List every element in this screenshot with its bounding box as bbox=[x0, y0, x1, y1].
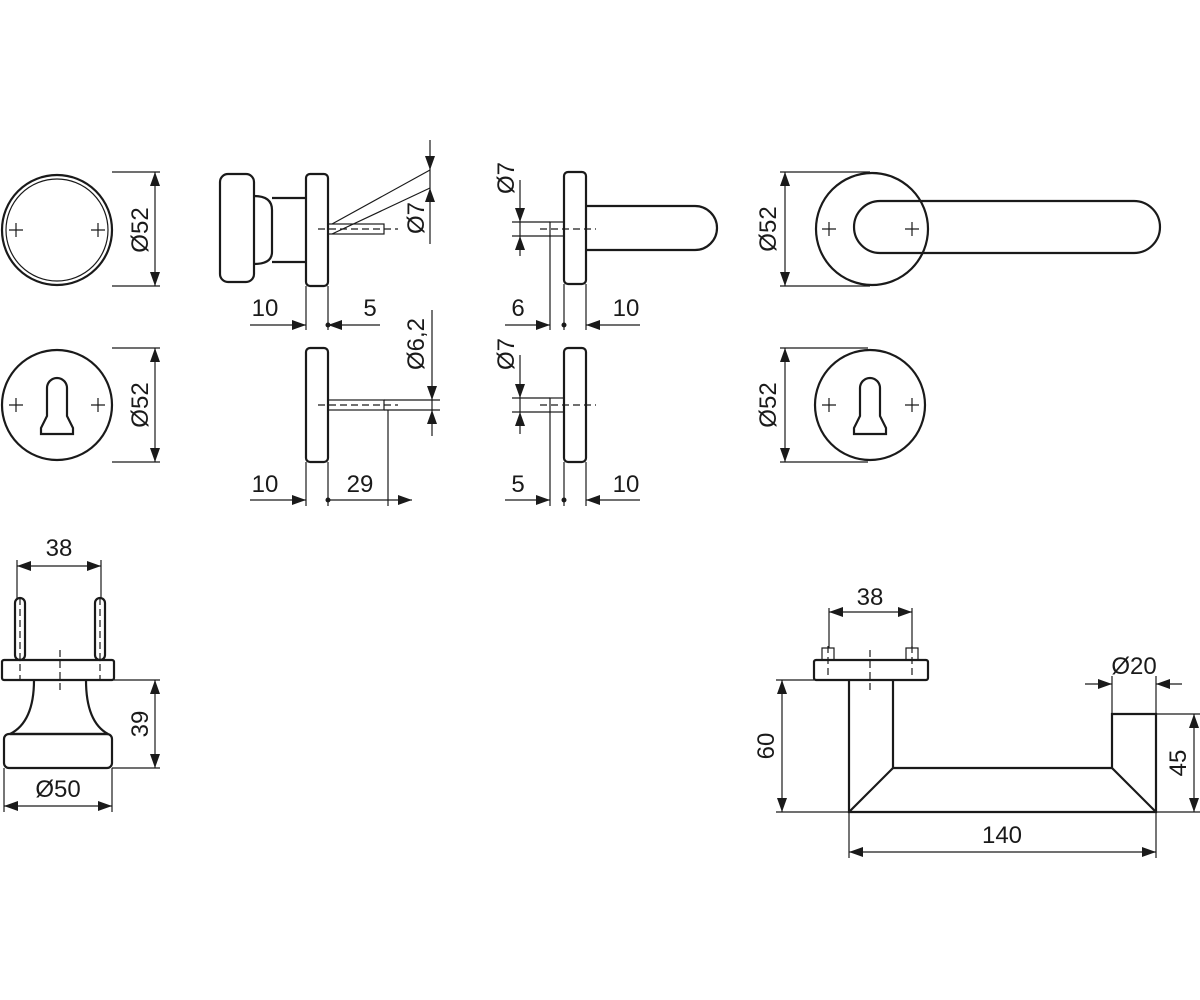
lever-bottom-view: 38 Ø20 60 45 140 bbox=[753, 584, 1200, 858]
lever-bottom-height-label: 60 bbox=[753, 733, 780, 760]
lever-bottom-length-label: 140 bbox=[982, 822, 1022, 849]
knob-bottom-diameter-label: Ø50 bbox=[35, 776, 80, 803]
cylinder-rose-left-front-view: Ø52 bbox=[0, 347, 160, 463]
rose-lever-diameter-label: Ø52 bbox=[755, 206, 782, 251]
cylinder-side-view: Ø6,2 10 29 bbox=[250, 310, 440, 506]
rose-lever-front-view: Ø52 bbox=[755, 171, 1162, 287]
cylinder-side-pin-diameter-label: Ø6,2 bbox=[403, 318, 430, 370]
cylinder-lever-side-left-label: 5 bbox=[511, 471, 524, 498]
lever-bottom-drop-label: 45 bbox=[1165, 750, 1192, 777]
lever-bottom-spacing-label: 38 bbox=[857, 584, 884, 611]
lever-bottom-grip-diameter-label: Ø20 bbox=[1111, 653, 1156, 680]
knob-side-right-label: 5 bbox=[363, 295, 376, 322]
knob-bottom-height-label: 39 bbox=[127, 711, 154, 738]
knob-bottom-spacing-label: 38 bbox=[46, 535, 73, 562]
knob-side-view: Ø7 10 5 bbox=[218, 140, 435, 330]
cylinder-side-left-label: 10 bbox=[252, 471, 279, 498]
lever-side-view: Ø7 6 10 bbox=[493, 162, 719, 330]
lever-side-pin-diameter-label: Ø7 bbox=[493, 162, 520, 194]
cylinder-rose-right-diameter-label: Ø52 bbox=[755, 382, 782, 427]
rose-knob-diameter-label: Ø52 bbox=[127, 207, 154, 252]
rose-knob-front-view: Ø52 bbox=[0, 171, 160, 287]
lever-side-left-label: 6 bbox=[511, 295, 524, 322]
knob-pin-diameter-label: Ø7 bbox=[403, 202, 430, 234]
cylinder-lever-side-right-label: 10 bbox=[613, 471, 640, 498]
cylinder-rose-right-front-view: Ø52 bbox=[755, 347, 927, 463]
knob-side-left-label: 10 bbox=[252, 295, 279, 322]
cylinder-lever-side-pin-diameter-label: Ø7 bbox=[493, 338, 520, 370]
knob-bottom-view: 38 39 Ø50 bbox=[0, 535, 160, 812]
cylinder-rose-left-diameter-label: Ø52 bbox=[127, 382, 154, 427]
cylinder-lever-side-view: Ø7 5 10 bbox=[493, 338, 640, 506]
cylinder-side-right-label: 29 bbox=[347, 471, 374, 498]
lever-side-right-label: 10 bbox=[613, 295, 640, 322]
